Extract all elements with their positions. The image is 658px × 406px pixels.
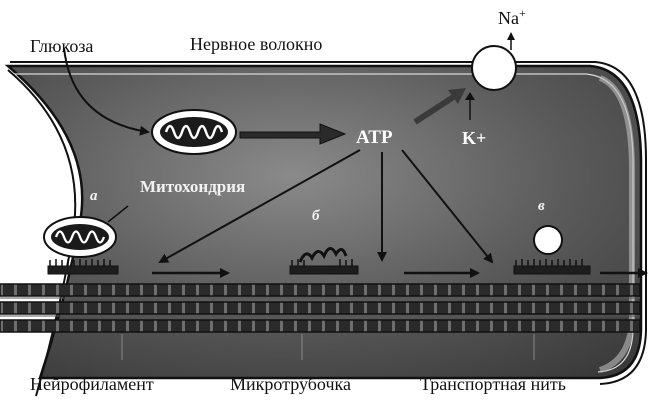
atp-to-channel-arrow-head — [448, 88, 466, 104]
marker-v: в — [538, 198, 545, 214]
label-neurofilament: Нейрофиламент — [30, 374, 154, 394]
marker-a: а — [90, 188, 98, 204]
atp-to-a-arrow — [158, 149, 361, 263]
mitochondrion-a — [43, 205, 129, 258]
label-nerve-fiber: Нервное волокно — [190, 34, 322, 54]
sodium-channel — [471, 32, 517, 91]
motor-v — [513, 225, 591, 275]
motor-b — [289, 247, 359, 275]
marker-b: б — [312, 208, 320, 224]
k-channel-arrow-head — [465, 92, 475, 100]
atp-to-channel-arrow — [413, 93, 457, 125]
label-atp: ATP — [356, 127, 393, 148]
motor-a — [47, 259, 119, 275]
atp-production-arrow — [239, 123, 347, 145]
label-sodium: Na+ — [498, 6, 526, 28]
label-potassium: K+ — [462, 128, 486, 148]
label-glucose: Глюкоза — [30, 36, 93, 56]
label-mitochondria: Митохондрия — [140, 177, 245, 196]
atp-to-v-arrow — [401, 149, 494, 264]
label-transport: Транспортная нить — [420, 374, 566, 394]
glucose-arrow — [63, 47, 150, 136]
label-microtubule: Микротрубочка — [230, 374, 351, 394]
mitochondrion-upper — [151, 109, 237, 155]
neurofilament-tracks — [0, 283, 641, 360]
